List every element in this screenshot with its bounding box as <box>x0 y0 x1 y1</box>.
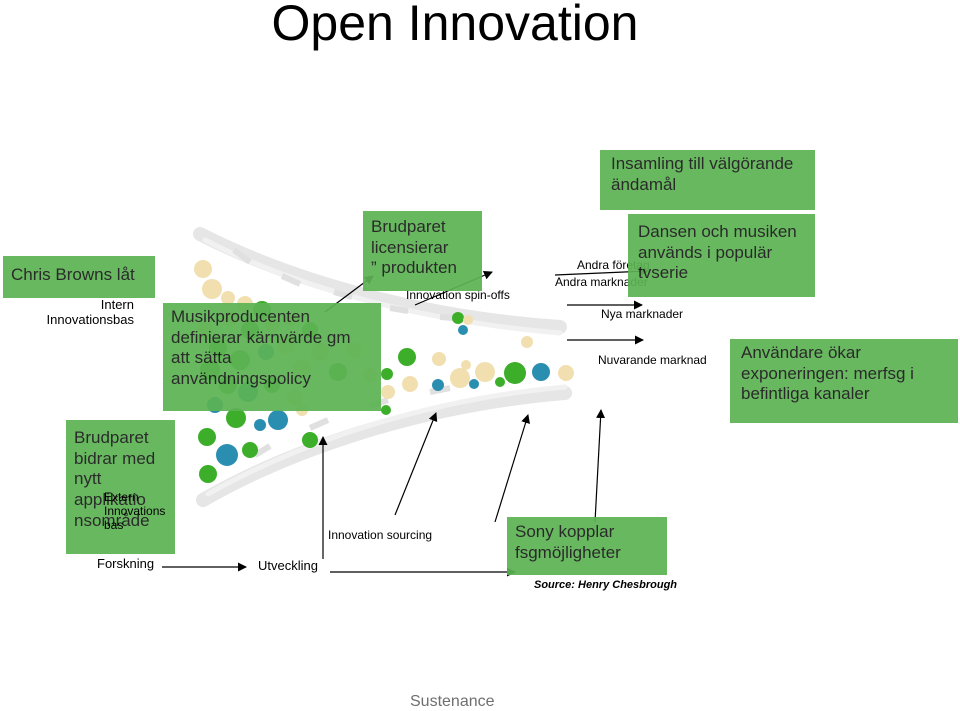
innovation-dot <box>398 348 416 366</box>
box-musikproducenten: Musikproducenten definierar kärnvärde gm… <box>163 303 381 411</box>
innovation-dot <box>226 408 246 428</box>
innovation-dot <box>381 368 393 380</box>
innovation-dot <box>495 377 505 387</box>
permeable-line <box>253 443 272 458</box>
innovation-dot <box>381 385 395 399</box>
innovation-dot <box>558 365 574 381</box>
footer-text: Sustenance <box>410 693 495 710</box>
box-insamling: Insamling till välgörande ändamål <box>600 150 815 210</box>
innovation-dot <box>198 428 216 446</box>
box-anvandare-okar: Användare ökar exponeringen: merfsg i be… <box>730 339 958 423</box>
permeable-line <box>232 247 252 265</box>
label-nuvarande-marknad: Nuvarande marknad <box>598 353 707 367</box>
innovation-dot <box>463 315 473 325</box>
innovation-dot <box>242 442 258 458</box>
innovation-dot <box>450 368 470 388</box>
permeable-line <box>280 273 302 287</box>
label-utveckling: Utveckling <box>258 558 318 573</box>
arrow-sourcing-2 <box>494 414 530 523</box>
box-brudparet-bidrar: Brudparet bidrar med nytt applikatio nso… <box>66 420 175 554</box>
innovation-dot <box>432 379 444 391</box>
innovation-dot <box>402 376 418 392</box>
label-extern-innovationsbas: Extern Innovations bas <box>104 490 166 532</box>
label-innovation-spinoffs: Innovation spin-offs <box>406 288 510 302</box>
label-intern-innovationsbas: Intern Innovationsbas <box>46 297 134 327</box>
innovation-dot <box>221 291 235 305</box>
box-dansen-och-musiken: Dansen och musiken används i populär tvs… <box>628 214 815 297</box>
innovation-dot <box>199 465 217 483</box>
arrow-innovation-sourcing <box>394 412 438 516</box>
label-forskning: Forskning <box>97 556 155 571</box>
innovation-dot <box>458 325 468 335</box>
innovation-dot <box>469 379 479 389</box>
innovation-dot <box>302 432 318 448</box>
page-title: Open Innovation <box>271 0 639 51</box>
label-nya-marknader: Nya marknader <box>601 307 684 321</box>
permeable-line <box>308 417 330 431</box>
innovation-dot <box>194 260 212 278</box>
funnel-lower-wall-highlight <box>205 384 568 497</box>
innovation-dot <box>475 362 495 382</box>
innovation-dot <box>461 360 471 370</box>
innovation-dot <box>202 279 222 299</box>
label-andra-marknader: Andra marknader <box>555 275 648 289</box>
permeable-line <box>389 305 409 314</box>
arrow-sony <box>594 409 606 523</box>
box-sony-kopplar: Sony kopplar fsgmöjligheter <box>507 517 667 575</box>
innovation-dot <box>504 362 526 384</box>
funnel-lower-wall <box>196 386 572 507</box>
label-innovation-sourcing: Innovation sourcing <box>328 528 433 542</box>
innovation-dot <box>381 405 391 415</box>
innovation-dot <box>452 312 464 324</box>
permeable-line <box>333 289 353 300</box>
innovation-dot <box>268 410 288 430</box>
innovation-dot <box>254 419 266 431</box>
innovation-dot <box>532 363 550 381</box>
box-brudparet-licensierar: Brudparet licensierar ” produkten <box>363 211 482 291</box>
innovation-dot <box>521 336 533 348</box>
box-chris-browns-lat: Chris Browns låt <box>3 256 155 298</box>
innovation-dot <box>216 444 238 466</box>
innovation-dot <box>432 352 446 366</box>
source-credit: Source: Henry Chesbrough <box>534 579 678 591</box>
